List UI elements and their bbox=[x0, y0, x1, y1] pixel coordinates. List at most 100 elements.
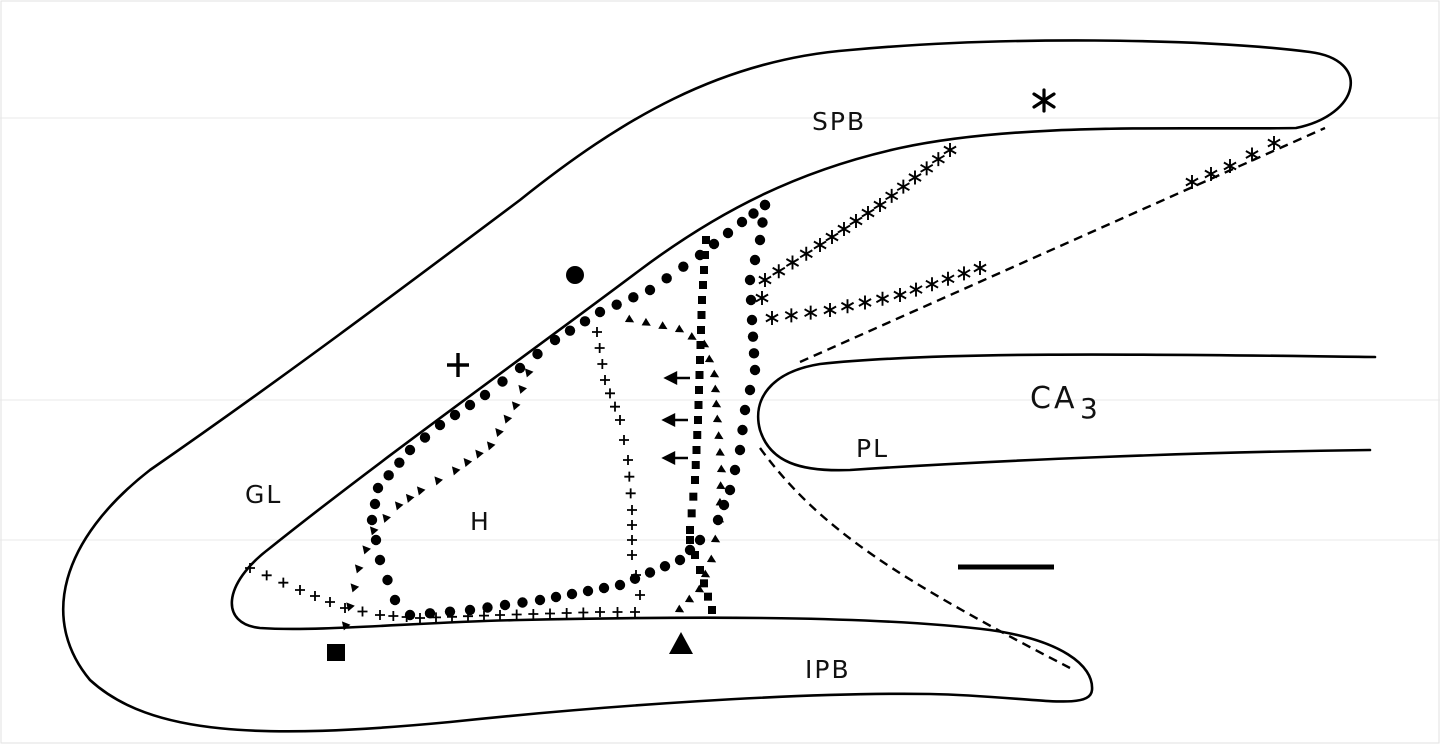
triangle-marker-dot bbox=[362, 545, 371, 555]
circle-marker-dot bbox=[729, 464, 741, 476]
circle-marker-dot bbox=[383, 470, 394, 481]
plus-marker-dot bbox=[415, 613, 425, 623]
asterisk-marker-dot bbox=[840, 299, 855, 314]
circle-marker-dot bbox=[497, 376, 508, 387]
triangle-marker-dot bbox=[346, 602, 355, 612]
plus-marker-dot bbox=[627, 550, 637, 560]
filled-triangle-marker bbox=[669, 632, 693, 654]
square-marker-dot bbox=[700, 266, 708, 274]
circle-marker-dot bbox=[482, 602, 493, 613]
triangle-marker-dot bbox=[684, 594, 695, 603]
asterisk-marker-dot bbox=[861, 206, 875, 220]
plus-marker-dot bbox=[635, 590, 645, 600]
circle-marker-dot bbox=[464, 399, 476, 411]
filled-square-marker bbox=[327, 644, 345, 661]
circle-marker-dot bbox=[394, 457, 405, 468]
asterisk-marker-dot bbox=[896, 179, 910, 194]
asterisk-marker-dot bbox=[885, 188, 899, 203]
triangle-marker-dot bbox=[486, 441, 496, 451]
square-marker-dot bbox=[702, 236, 710, 244]
plus-marker-dot bbox=[388, 611, 399, 621]
circle-marker-dot bbox=[661, 273, 672, 284]
circle-marker-dot bbox=[747, 331, 759, 342]
asterisk-marker-dot bbox=[893, 288, 907, 302]
triangle-marker-dot bbox=[503, 414, 513, 424]
square-marker-dot bbox=[692, 446, 701, 454]
plus-marker-dot bbox=[627, 535, 637, 545]
square-marker-dot bbox=[694, 416, 702, 424]
circle-marker-dot bbox=[499, 599, 511, 611]
triangle-marker-dot bbox=[495, 427, 504, 438]
circle-marker-dot bbox=[736, 216, 748, 228]
triangle-marker-dot bbox=[624, 314, 635, 323]
arrow-left-icon bbox=[661, 451, 688, 465]
triangle-marker-dot bbox=[463, 457, 473, 468]
circle-marker-dot bbox=[628, 292, 639, 303]
plus-marker-dot bbox=[479, 610, 489, 621]
circle-marker-dot bbox=[549, 334, 561, 346]
circle-marker-dot bbox=[734, 444, 746, 456]
circle-marker-dot bbox=[598, 582, 610, 594]
circle-marker-dot bbox=[382, 574, 393, 586]
triangle-marker-dot bbox=[699, 339, 710, 348]
triangle-marker-dot bbox=[405, 493, 415, 503]
square-marker-dot bbox=[698, 296, 706, 304]
asterisk-marker-dot bbox=[909, 282, 923, 297]
label-ipb: IPB bbox=[805, 655, 851, 684]
circle-marker-dot bbox=[744, 384, 756, 396]
triangle-marker-dot bbox=[518, 384, 527, 394]
plus-marker-dot bbox=[511, 609, 522, 620]
triangle-marker-dot bbox=[709, 369, 720, 378]
circle-marker-dot bbox=[748, 348, 760, 359]
asterisk-marker-dot bbox=[823, 303, 837, 317]
label-spb: SPB bbox=[812, 107, 866, 136]
asterisk-marker-dot bbox=[758, 273, 772, 287]
circle-marker-dot bbox=[644, 567, 656, 578]
circle-marker-dot bbox=[579, 316, 591, 327]
triangle-marker-dot bbox=[369, 526, 379, 536]
plus-marker-dot bbox=[245, 563, 255, 573]
circle-marker-dot bbox=[582, 585, 594, 597]
circle-marker-dot bbox=[737, 424, 748, 436]
square-marker-dot bbox=[691, 476, 699, 484]
asterisk-marker-dot bbox=[1204, 167, 1218, 181]
dashed-boundary-upper bbox=[799, 126, 1326, 364]
circle-marker-dot bbox=[550, 591, 562, 603]
plus-marker-dot bbox=[631, 570, 641, 580]
filled-circle-marker bbox=[566, 266, 584, 284]
circle-marker-dot bbox=[532, 348, 543, 360]
circle-marker-dot bbox=[566, 588, 578, 600]
triangle-marker-dot bbox=[511, 401, 521, 411]
asterisk-marker-dot bbox=[813, 238, 827, 252]
square-marker-dot bbox=[687, 509, 696, 518]
arrow-left-icon bbox=[663, 371, 690, 385]
circle-marker-dot bbox=[514, 362, 526, 374]
outer-granule-layer-outline bbox=[61, 39, 1352, 733]
triangle-marker-dot bbox=[674, 324, 685, 333]
circle-marker-dot bbox=[744, 274, 756, 286]
circle-marker-dot bbox=[614, 579, 626, 591]
circle-marker-dot bbox=[419, 432, 431, 443]
triangle-marker-dot bbox=[704, 354, 715, 363]
asterisk-marker-dot bbox=[1245, 147, 1259, 162]
asterisk-marker-dot bbox=[755, 291, 769, 305]
asterisk-marker-dot bbox=[849, 214, 863, 228]
square-marker-dot bbox=[694, 401, 703, 409]
triangle-marker-dot bbox=[434, 476, 443, 486]
circle-marker-dot bbox=[464, 604, 476, 616]
marker-paths bbox=[245, 136, 1281, 631]
label-h: H bbox=[470, 507, 489, 536]
triangle-marker-dot bbox=[475, 449, 484, 459]
plus-marker-dot bbox=[592, 327, 602, 337]
asterisk-marker-dot bbox=[1267, 136, 1281, 150]
square-marker-dot bbox=[686, 526, 694, 534]
circle-marker-dot bbox=[449, 409, 461, 421]
asterisk-marker-dot bbox=[925, 277, 939, 292]
plus-marker-dot bbox=[612, 607, 623, 617]
asterisk-marker-dot bbox=[973, 261, 987, 275]
circle-marker-dot bbox=[534, 594, 546, 606]
plus-marker-dot bbox=[624, 471, 635, 482]
square-marker-dot bbox=[708, 606, 716, 614]
triangle-marker-dot bbox=[674, 604, 685, 613]
